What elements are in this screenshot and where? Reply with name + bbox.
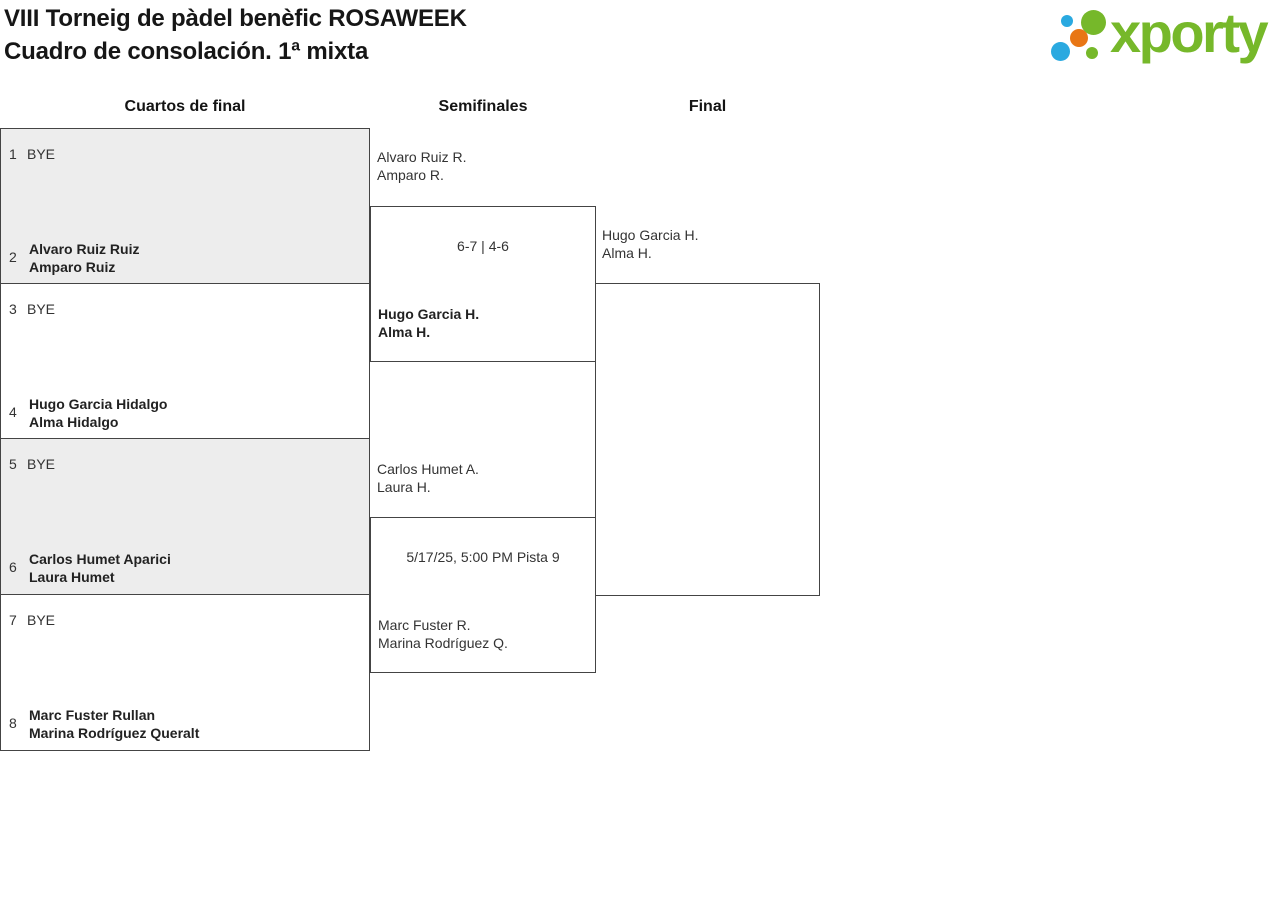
semifinal-1-team1-label: Alvaro Ruiz R. Amparo R. bbox=[377, 148, 466, 184]
player-name: Marina Rodríguez Queralt bbox=[29, 725, 200, 741]
team-names: Marc Fuster Rullan Marina Rodríguez Quer… bbox=[29, 706, 199, 742]
column-header-semifinals: Semifinales bbox=[438, 98, 528, 115]
player-name: Alma H. bbox=[602, 245, 652, 261]
match-semifinal-1[interactable]: 6-7 | 4-6 Hugo Garcia H. Alma H. bbox=[370, 206, 596, 362]
seed-number: 7 bbox=[9, 612, 17, 628]
team-name-bye: BYE bbox=[27, 146, 56, 162]
match-quarterfinal-3[interactable]: 5 BYE 6 Carlos Humet Aparici Laura Humet bbox=[0, 438, 370, 595]
player-name: Carlos Humet Aparici bbox=[29, 551, 171, 567]
xporty-logo[interactable]: xporty bbox=[1045, 0, 1280, 75]
match-score: 6-7 | 4-6 bbox=[457, 238, 509, 254]
semifinal-2-team2-label: Marc Fuster R. Marina Rodríguez Q. bbox=[378, 616, 508, 652]
tournament-title: VIII Torneig de pàdel benèfic ROSAWEEK C… bbox=[4, 2, 467, 68]
column-header-final: Final bbox=[688, 98, 727, 115]
bracket-subtitle: Cuadro de consolación. 1ª mixta bbox=[4, 38, 369, 65]
match-quarterfinal-2[interactable]: 3 BYE 4 Hugo Garcia Hidalgo Alma Hidalgo bbox=[0, 283, 370, 439]
player-name: Alvaro Ruiz Ruiz bbox=[29, 241, 140, 257]
column-header-quarterfinals: Cuartos de final bbox=[124, 98, 246, 115]
player-name: Hugo Garcia H. bbox=[602, 227, 699, 243]
final-team1-label: Hugo Garcia H. Alma H. bbox=[602, 226, 698, 262]
logo-dot-blue-big-icon bbox=[1051, 42, 1070, 61]
logo-dot-blue-small-icon bbox=[1061, 15, 1073, 27]
match-final[interactable] bbox=[595, 283, 820, 596]
player-name: Alma Hidalgo bbox=[29, 414, 119, 430]
seed-number: 6 bbox=[9, 559, 17, 575]
logo-dot-green-small-icon bbox=[1086, 47, 1098, 59]
player-name: Hugo Garcia H. bbox=[378, 306, 480, 322]
semifinal-1-team2-label: Hugo Garcia H. Alma H. bbox=[378, 305, 479, 341]
player-name: Amparo R. bbox=[377, 167, 444, 183]
seed-number: 4 bbox=[9, 404, 17, 420]
team-name-bye: BYE bbox=[27, 301, 56, 317]
seed-number: 8 bbox=[9, 715, 17, 731]
team-name-bye: BYE bbox=[27, 612, 56, 628]
logo-wordmark: xporty bbox=[1110, 1, 1269, 64]
match-quarterfinal-4[interactable]: 7 BYE 8 Marc Fuster Rullan Marina Rodríg… bbox=[0, 594, 370, 751]
player-name: Marc Fuster R. bbox=[378, 617, 471, 633]
tournament-title-line1: VIII Torneig de pàdel benèfic ROSAWEEK bbox=[4, 5, 467, 32]
player-name: Marc Fuster Rullan bbox=[29, 707, 156, 723]
match-quarterfinal-1[interactable]: 1 BYE 2 Alvaro Ruiz Ruiz Amparo Ruiz bbox=[0, 128, 370, 284]
team-names: Carlos Humet Aparici Laura Humet bbox=[29, 550, 171, 586]
seed-number: 3 bbox=[9, 301, 17, 317]
player-name: Alvaro Ruiz R. bbox=[377, 149, 467, 165]
team-names: Hugo Garcia Hidalgo Alma Hidalgo bbox=[29, 395, 167, 431]
player-name: Amparo Ruiz bbox=[29, 259, 116, 275]
seed-number: 2 bbox=[9, 249, 17, 265]
logo-dot-orange-icon bbox=[1070, 29, 1088, 47]
team-name-bye: BYE bbox=[27, 456, 56, 472]
seed-number: 5 bbox=[9, 456, 17, 472]
player-name: Carlos Humet A. bbox=[377, 461, 479, 477]
match-semifinal-2[interactable]: 5/17/25, 5:00 PM Pista 9 Marc Fuster R. … bbox=[370, 517, 596, 673]
player-name: Hugo Garcia Hidalgo bbox=[29, 396, 168, 412]
player-name: Laura H. bbox=[377, 479, 431, 495]
team-names: Alvaro Ruiz Ruiz Amparo Ruiz bbox=[29, 240, 139, 276]
player-name: Laura Humet bbox=[29, 569, 115, 585]
player-name: Marina Rodríguez Q. bbox=[378, 635, 508, 651]
player-name: Alma H. bbox=[378, 324, 431, 340]
semifinal-2-team1-label: Carlos Humet A. Laura H. bbox=[377, 460, 479, 496]
seed-number: 1 bbox=[9, 146, 17, 162]
match-schedule: 5/17/25, 5:00 PM Pista 9 bbox=[406, 549, 560, 565]
